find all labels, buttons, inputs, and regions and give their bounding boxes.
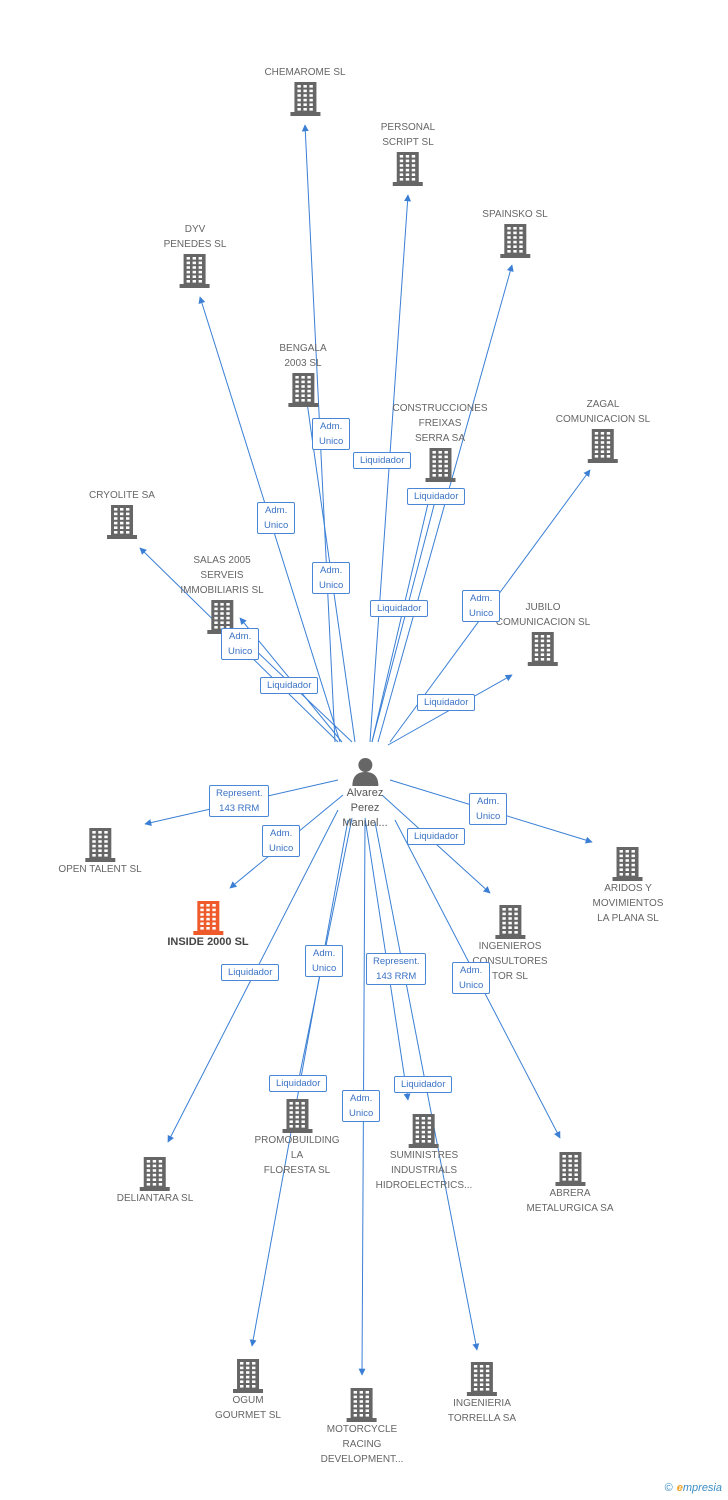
building-icon xyxy=(85,828,115,862)
company-node-jubilo[interactable]: JUBILO COMUNICACION SL xyxy=(496,600,590,666)
company-label: PERSONAL SCRIPT SL xyxy=(380,122,436,148)
footer-brand: ©empresia xyxy=(665,1482,722,1494)
company-label: OGUM GOURMET SL xyxy=(215,1395,281,1421)
building-icon xyxy=(192,901,223,935)
edge-label-e5[interactable]: Adm. Unico xyxy=(312,562,351,594)
company-node-zagal[interactable]: ZAGAL COMUNICACION SL xyxy=(556,397,650,463)
building-icon xyxy=(494,905,525,939)
edge-label-e20[interactable]: Adm. Unico xyxy=(342,1090,381,1122)
company-node-opentalent[interactable]: OPEN TALENT SL xyxy=(58,826,142,877)
building-icon xyxy=(281,1099,312,1133)
building-icon xyxy=(500,224,530,258)
center-person-label: Alvarez Perez Manuel... xyxy=(342,787,388,829)
edge-label-e9[interactable]: Liquidador xyxy=(260,677,319,694)
copyright-symbol: © xyxy=(664,1482,673,1494)
building-icon xyxy=(527,632,558,666)
edge-label-e4[interactable]: Adm. Unico xyxy=(257,502,296,534)
company-label: DYV PENEDES SL xyxy=(163,224,227,250)
company-label: ZAGAL COMUNICACION SL xyxy=(555,399,651,425)
building-icon xyxy=(613,847,643,881)
company-node-abrera[interactable]: ABRERA METALURGICA SA xyxy=(526,1150,614,1216)
edge-label-e17[interactable]: Represent. 143 RRM xyxy=(366,953,427,985)
company-node-dyv[interactable]: DYV PENEDES SL xyxy=(163,222,227,288)
building-icon xyxy=(393,152,423,186)
company-label: INSIDE 2000 SL xyxy=(167,936,249,948)
edge-label-e19[interactable]: Liquidador xyxy=(269,1075,328,1092)
company-label: PROMOBUILDING LA FLORESTA SL xyxy=(254,1135,340,1176)
company-label: BENGALA 2003 SL xyxy=(279,343,327,369)
edge-label-e7[interactable]: Adm. Unico xyxy=(462,590,501,622)
company-node-spainsko[interactable]: SPAINSKO SL xyxy=(482,207,548,258)
edge-label-e1[interactable]: Adm. Unico xyxy=(312,418,351,450)
company-node-suministres[interactable]: SUMINISTRES INDUSTRIALS HIDROELECTRICS..… xyxy=(375,1112,473,1193)
edge-label-e6[interactable]: Liquidador xyxy=(370,600,429,617)
company-label: SALAS 2005 SERVEIS IMMOBILIARIS SL xyxy=(180,555,264,596)
company-node-ingenieria[interactable]: INGENIERIA TORRELLA SA xyxy=(448,1360,516,1426)
building-icon xyxy=(233,1359,263,1393)
building-icon xyxy=(288,373,318,407)
company-label: INGENIERIA TORRELLA SA xyxy=(447,1398,517,1424)
edge-line xyxy=(371,494,432,743)
edge-label-e18[interactable]: Adm. Unico xyxy=(452,962,491,994)
edge-label-e13[interactable]: Adm. Unico xyxy=(469,793,508,825)
building-icon xyxy=(139,1157,170,1191)
brand-initial: e xyxy=(676,1482,683,1494)
building-icon xyxy=(409,1114,439,1148)
company-label: OPEN TALENT SL xyxy=(58,864,142,875)
building-icon xyxy=(467,1362,497,1396)
company-node-promobuilding[interactable]: PROMOBUILDING LA FLORESTA SL xyxy=(254,1097,340,1178)
person-icon xyxy=(352,758,378,786)
company-node-deliantara[interactable]: DELIANTARA SL xyxy=(116,1155,194,1206)
company-node-aridos[interactable]: ARIDOS Y MOVIMIENTOS LA PLANA SL xyxy=(592,845,664,926)
company-node-ogum[interactable]: OGUM GOURMET SL xyxy=(215,1357,281,1423)
company-label: DELIANTARA SL xyxy=(116,1193,194,1204)
company-node-cryolite[interactable]: CRYOLITE SA xyxy=(89,488,155,539)
company-node-personal[interactable]: PERSONAL SCRIPT SL xyxy=(381,120,435,186)
edge-label-e16[interactable]: Adm. Unico xyxy=(305,945,344,977)
company-node-salas[interactable]: SALAS 2005 SERVEIS IMMOBILIARIS SL xyxy=(180,553,264,634)
building-icon xyxy=(180,254,210,288)
edge-label-e10[interactable]: Liquidador xyxy=(417,694,476,711)
building-icon xyxy=(587,429,618,463)
edge-label-e11[interactable]: Represent. 143 RRM xyxy=(209,785,270,817)
edge-label-e3[interactable]: Liquidador xyxy=(407,488,466,505)
company-node-ingenieros[interactable]: INGENIEROS CONSULTORES TOR SL xyxy=(472,903,548,984)
building-icon xyxy=(347,1388,377,1422)
company-label: ABRERA METALURGICA SA xyxy=(526,1188,614,1214)
brand-name: mpresia xyxy=(682,1482,722,1494)
building-icon xyxy=(290,82,320,116)
company-node-motorcycle[interactable]: MOTORCYCLE RACING DEVELOPMENT... xyxy=(320,1386,404,1467)
building-icon xyxy=(106,505,137,539)
company-label: ARIDOS Y MOVIMIENTOS LA PLANA SL xyxy=(592,883,664,924)
company-label: INGENIEROS CONSULTORES TOR SL xyxy=(472,941,548,982)
company-label: JUBILO COMUNICACION SL xyxy=(495,602,591,628)
center-person-node[interactable]: Alvarez Perez Manuel... xyxy=(342,756,388,831)
company-label: MOTORCYCLE RACING DEVELOPMENT... xyxy=(320,1424,404,1465)
edge-label-e8[interactable]: Adm. Unico xyxy=(221,628,260,660)
edge-label-e15[interactable]: Liquidador xyxy=(221,964,280,981)
company-node-construcciones[interactable]: CONSTRUCCIONES FREIXAS SERRA SA xyxy=(392,401,488,482)
company-node-bengala[interactable]: BENGALA 2003 SL xyxy=(279,341,327,407)
edge-label-e2[interactable]: Liquidador xyxy=(353,452,412,469)
building-icon xyxy=(555,1152,585,1186)
company-label: CRYOLITE SA xyxy=(89,490,155,501)
company-label: CHEMAROME SL xyxy=(264,67,346,78)
edge-label-e12[interactable]: Adm. Unico xyxy=(262,825,301,857)
company-node-chemarome[interactable]: CHEMAROME SL xyxy=(264,65,346,116)
company-label: SPAINSKO SL xyxy=(482,209,548,220)
edge-label-e14[interactable]: Liquidador xyxy=(407,828,466,845)
company-label: CONSTRUCCIONES FREIXAS SERRA SA xyxy=(392,403,488,444)
company-label: SUMINISTRES INDUSTRIALS HIDROELECTRICS..… xyxy=(375,1150,473,1191)
building-icon xyxy=(424,448,455,482)
company-node-inside[interactable]: INSIDE 2000 SL xyxy=(167,899,249,950)
edge-label-e21[interactable]: Liquidador xyxy=(394,1076,453,1093)
